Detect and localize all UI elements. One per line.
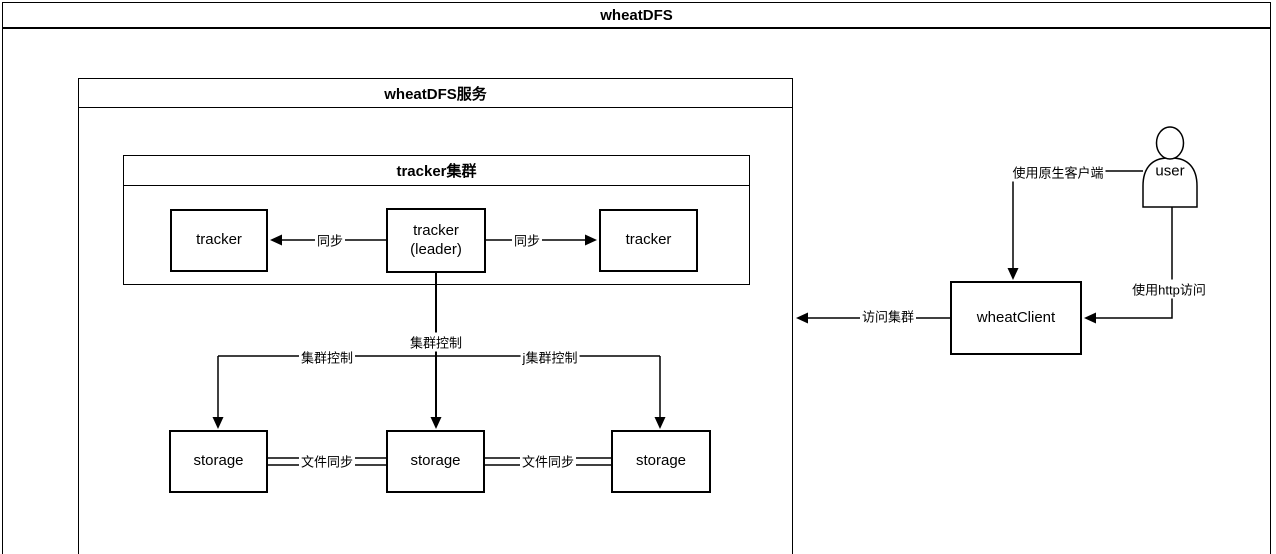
node-storage-right: storage (611, 430, 711, 493)
node-tracker-right: tracker (599, 209, 698, 272)
edge-label-filesync-right: 文件同步 (519, 451, 577, 471)
edge-label-http: 使用http访问 (1130, 279, 1208, 299)
node-storage-middle-label: storage (410, 452, 461, 470)
edge-label-control-center: 集群控制 (407, 332, 465, 352)
diagram-title: wheatDFS (3, 3, 1270, 29)
node-storage-left-label: storage (193, 452, 244, 470)
edge-label-native-client: 使用原生客户端 (1010, 162, 1106, 182)
edge-label-control-left: 集群控制 (298, 347, 356, 367)
edge-label-control-right: j集群控制 (520, 347, 580, 367)
tracker-cluster-title: tracker集群 (124, 156, 749, 186)
wheatdfs-service-container: wheatDFS服务 (78, 78, 793, 554)
node-tracker-leader: tracker (leader) (386, 208, 486, 273)
node-tracker-left: tracker (170, 209, 268, 272)
edge-label-sync-right: 同步 (511, 230, 543, 250)
edge-label-access-cluster: 访问集群 (859, 306, 917, 326)
node-tracker-right-label: tracker (625, 231, 672, 249)
node-tracker-leader-sublabel: (leader) (410, 240, 462, 258)
node-storage-middle: storage (386, 430, 485, 493)
service-container-title: wheatDFS服务 (79, 79, 792, 108)
edge-label-sync-left: 同步 (314, 230, 346, 250)
edge-label-filesync-left: 文件同步 (298, 451, 356, 471)
node-wheatclient-label: wheatClient (976, 308, 1056, 326)
node-tracker-left-label: tracker (196, 231, 242, 249)
node-tracker-leader-label: tracker (413, 221, 459, 239)
node-wheatclient: wheatClient (950, 281, 1082, 355)
node-storage-left: storage (169, 430, 268, 493)
user-actor-label: user (1155, 162, 1185, 180)
node-storage-right-label: storage (635, 452, 687, 470)
